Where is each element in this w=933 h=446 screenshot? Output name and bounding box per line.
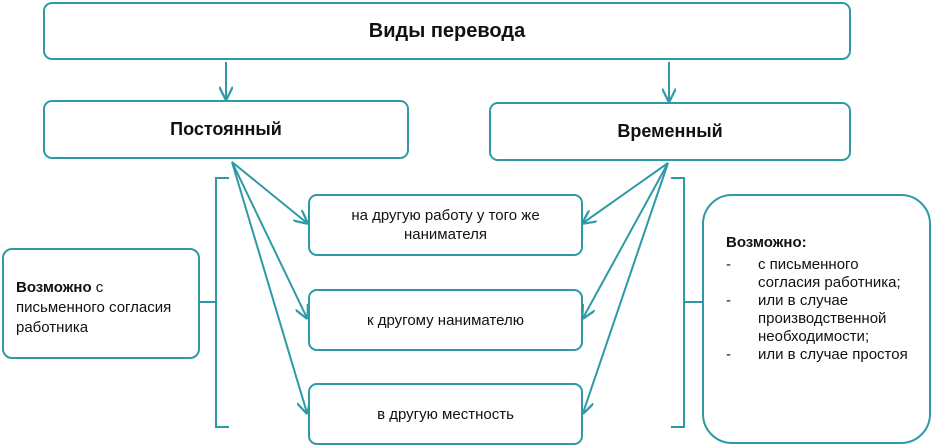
target-other-location-box: в другую местность [308,383,583,445]
right-note-item: или в случае простоя [726,346,921,364]
temporary-label: Временный [617,121,723,141]
arrow-temporary-to-other-employer [583,162,669,318]
arrow-permanent-to-other-location [231,161,307,413]
right-note-list: с письменного согласия работника; или в … [726,256,921,364]
right-note-item: или в случае производственной необходимо… [726,292,921,346]
arrow-temporary-to-other-location [583,162,669,413]
arrow-temporary-to-same-employer [583,162,669,223]
permanent-box: Постоянный [43,100,409,159]
title-text: Виды перевода [368,19,526,42]
right-note: Возможно: с письменного согласия работни… [702,194,931,444]
target-other-location-label: в другую местность [377,405,514,423]
left-bracket [215,177,229,428]
target-same-employer-label: на другую работу у того же нанимателя [351,207,540,243]
target-same-employer-box: на другую работу у того же нанимателя [308,194,583,256]
right-bracket [671,177,685,428]
arrow-permanent-to-same-employer [231,161,307,223]
right-note-title: Возможно: [726,234,807,251]
title-box: Виды перевода [43,2,851,60]
right-note-item: с письменного согласия работника; [726,256,921,292]
left-note: Возможно с письменного согласия работник… [2,248,200,359]
left-note-text: с письменного согласия работника [16,279,172,336]
left-note-bold: Возможно [16,279,92,296]
arrow-permanent-to-other-employer [231,161,307,318]
target-other-employer-label: к другому нанимателю [367,311,524,329]
temporary-box: Временный [489,102,851,161]
permanent-label: Постоянный [170,119,282,139]
target-other-employer-box: к другому нанимателю [308,289,583,351]
